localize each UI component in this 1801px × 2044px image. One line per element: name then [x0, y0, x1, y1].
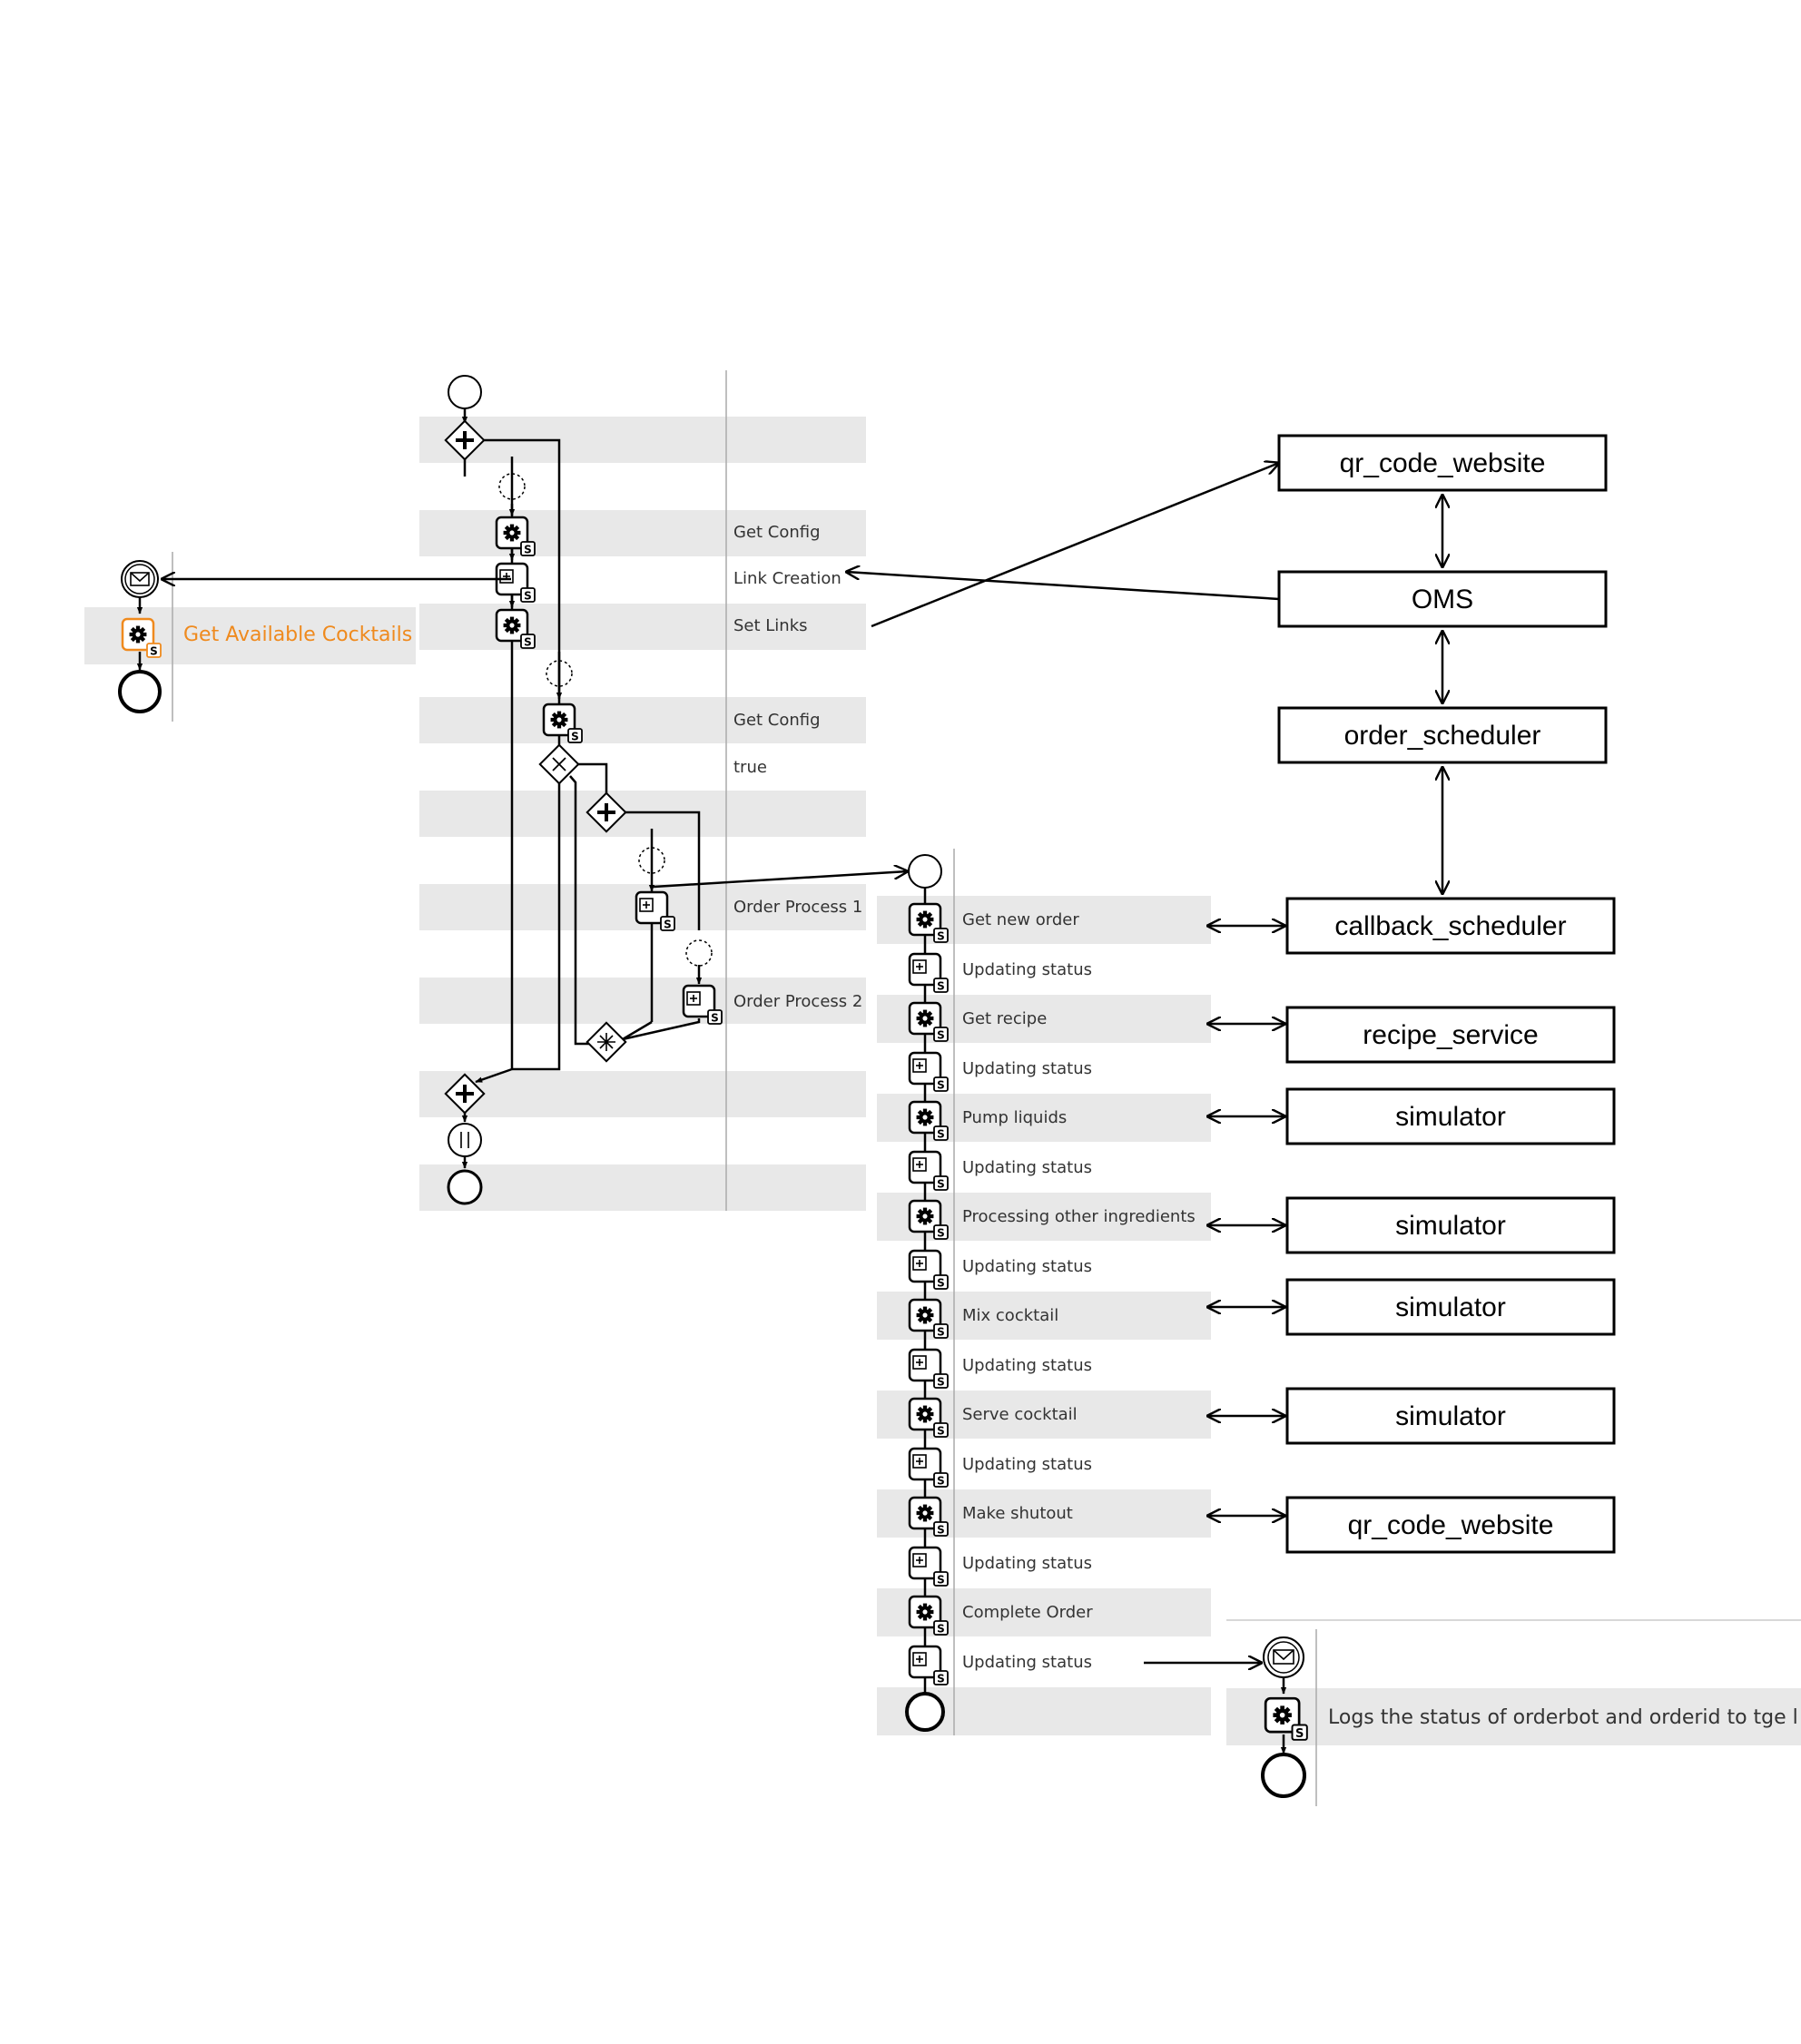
service-label: qr_code_website: [1348, 1510, 1554, 1540]
step-label: Updating status: [962, 1059, 1092, 1078]
order-start-event: [908, 854, 942, 889]
service-simulator-4: [1285, 1387, 1616, 1445]
service-simulator-1: [1285, 1087, 1616, 1145]
service-simulator-2: [1285, 1196, 1616, 1254]
step-updating-status-1[interactable]: [908, 952, 950, 994]
parallel-gateway-inner: [586, 791, 627, 833]
service-label: callback_scheduler: [1334, 911, 1566, 941]
label-true: true: [733, 758, 767, 777]
service-recipe-service: [1285, 1006, 1616, 1064]
label-order-process-2: Order Process 2: [733, 992, 862, 1011]
step-updating-status-6[interactable]: [908, 1447, 950, 1489]
service-qr-code-website-top: [1277, 434, 1608, 492]
end-event-log: [1261, 1753, 1306, 1798]
step-label: Updating status: [962, 1158, 1092, 1177]
pause-event: [448, 1123, 482, 1157]
parallel-gateway-split: [444, 419, 486, 461]
service-label: simulator: [1395, 1102, 1506, 1132]
service-label: order_scheduler: [1344, 721, 1541, 751]
step-label: Make shutout: [962, 1504, 1073, 1523]
service-labels: qr_code_website OMS order_scheduler call…: [1334, 448, 1566, 1540]
service-label: simulator: [1395, 1292, 1506, 1322]
message-start-event: [121, 560, 159, 598]
end-event-left: [118, 670, 162, 713]
step-label: Serve cocktail: [962, 1405, 1078, 1424]
step-updating-status-2[interactable]: [908, 1051, 950, 1093]
service-simulator-3: [1285, 1278, 1616, 1336]
label-link-creation: Link Creation: [733, 569, 841, 588]
step-updating-status-7[interactable]: [908, 1546, 950, 1587]
connector-arrows: [162, 463, 1442, 1663]
main-process: [448, 375, 713, 1169]
step-updating-status-3[interactable]: [908, 1150, 950, 1192]
start-event: [448, 375, 482, 409]
step-updating-status-5[interactable]: [908, 1348, 950, 1390]
complex-gateway: [586, 1021, 627, 1063]
service-callback-scheduler: [1285, 897, 1616, 955]
service-label: simulator: [1395, 1211, 1506, 1241]
service-oms: [1277, 570, 1608, 628]
step-label: Updating status: [962, 1356, 1092, 1375]
step-label: Updating status: [962, 1257, 1092, 1276]
loop-marker: [498, 473, 526, 500]
step-label: Mix cocktail: [962, 1306, 1058, 1325]
service-qr-code-website-bottom: [1285, 1496, 1616, 1554]
label-get-config-1: Get Config: [733, 523, 821, 542]
step-label: Pump liquids: [962, 1108, 1067, 1127]
step-label: Updating status: [962, 1653, 1092, 1672]
exclusive-gateway: [538, 743, 580, 785]
label-get-available-cocktails: Get Available Cocktails: [183, 624, 412, 646]
step-label: Complete Order: [962, 1603, 1093, 1622]
step-label: Updating status: [962, 960, 1092, 979]
service-boxes: [1277, 434, 1616, 1554]
label-log-status: Logs the status of orderbot and orderid …: [1328, 1706, 1798, 1729]
log-message-start-event: [1263, 1636, 1304, 1678]
task-link-creation[interactable]: [495, 562, 536, 604]
label-order-process-1: Order Process 1: [733, 898, 862, 917]
service-label: OMS: [1412, 585, 1473, 614]
label-set-links: Set Links: [733, 616, 808, 635]
service-label: simulator: [1395, 1401, 1506, 1431]
step-label: Get new order: [962, 910, 1079, 929]
end-event-main: [447, 1169, 483, 1205]
order-step-labels: Get new order Updating status Get recipe…: [962, 910, 1196, 1672]
order-end-event: [905, 1692, 945, 1732]
service-label: qr_code_website: [1340, 448, 1546, 478]
step-label: Processing other ingredients: [962, 1207, 1196, 1226]
parallel-gateway-join: [444, 1073, 486, 1115]
step-label: Get recipe: [962, 1009, 1047, 1028]
lane-bands: [84, 417, 1801, 1745]
service-label: recipe_service: [1363, 1020, 1538, 1050]
step-label: Updating status: [962, 1455, 1092, 1474]
step-label: Updating status: [962, 1554, 1092, 1573]
step-updating-status-4[interactable]: [908, 1249, 950, 1291]
service-order-scheduler: [1277, 706, 1608, 764]
step-updating-status-8[interactable]: [908, 1645, 950, 1686]
label-get-config-2: Get Config: [733, 711, 821, 730]
